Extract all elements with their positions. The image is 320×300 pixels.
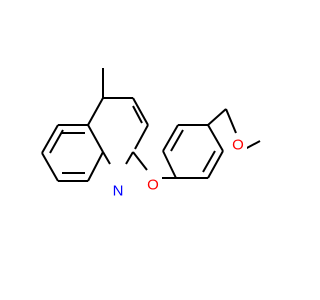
methoxy-oxygen-atom: O: [229, 136, 247, 154]
bond: [162, 150, 177, 179]
bond: [162, 124, 179, 152]
bond: [41, 124, 59, 154]
bond: [225, 108, 237, 134]
bond: [87, 124, 104, 153]
bonds: [41, 68, 261, 182]
molecule-canvas: N O O: [41, 68, 261, 200]
bond: [170, 129, 184, 152]
bond: [132, 105, 143, 124]
bond: [207, 150, 224, 179]
bond: [202, 150, 216, 173]
methoxy-oxygen-label: O: [232, 137, 244, 154]
bond: [125, 151, 134, 165]
structure-diagram: N O O: [41, 68, 261, 200]
bond: [132, 97, 149, 126]
bond: [134, 124, 149, 150]
ether-oxygen-label: O: [147, 177, 159, 194]
bond: [87, 151, 104, 182]
bond: [207, 108, 227, 126]
nitrogen-label: N: [113, 183, 124, 200]
bond: [41, 152, 59, 182]
bond: [102, 151, 111, 165]
ether-oxygen-atom: O: [144, 176, 162, 194]
bond: [49, 129, 64, 154]
bond: [244, 140, 261, 150]
nitrogen-atom: N: [109, 182, 127, 200]
bond: [132, 151, 148, 171]
bond: [87, 97, 104, 126]
bond: [207, 124, 224, 152]
atom-labels: N O O: [109, 136, 247, 200]
